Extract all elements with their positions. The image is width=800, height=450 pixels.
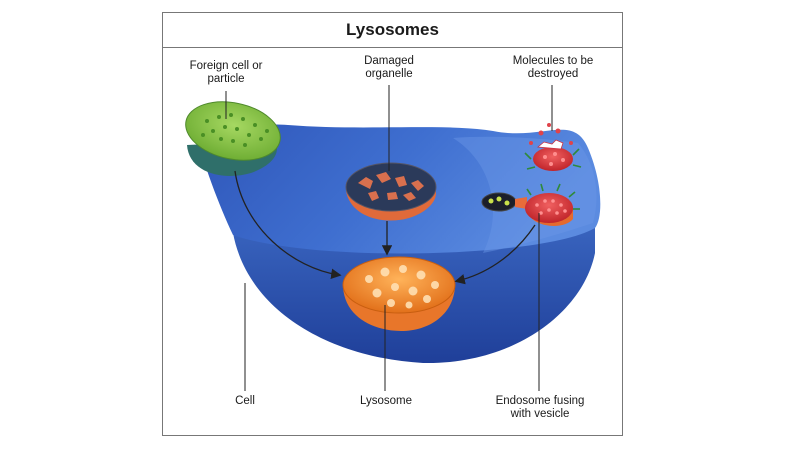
- label-lysosome: Lysosome: [360, 395, 412, 407]
- damaged-organelle-icon: [345, 162, 437, 221]
- lysosome-icon: [342, 256, 456, 331]
- molecules-icon: [524, 123, 582, 171]
- diagram-frame: Lysosomes: [162, 12, 623, 436]
- diagram-title: Lysosomes: [163, 13, 622, 48]
- foreign-cell-icon: [185, 101, 281, 176]
- arrow-endosome-to-lysosome: [454, 224, 536, 285]
- label-damaged-organelle: Damaged organelle: [364, 55, 414, 80]
- label-cell: Cell: [235, 395, 255, 407]
- arrow-foreign-to-lysosome: [234, 170, 342, 279]
- label-molecules: Molecules to be destroyed: [512, 55, 594, 80]
- diagram-artwork: [185, 85, 601, 391]
- label-endosome: Endosome fusing with vesicle: [495, 395, 585, 420]
- endosome-icon: [481, 183, 580, 226]
- label-foreign-cell: Foreign cell or particle: [189, 60, 263, 85]
